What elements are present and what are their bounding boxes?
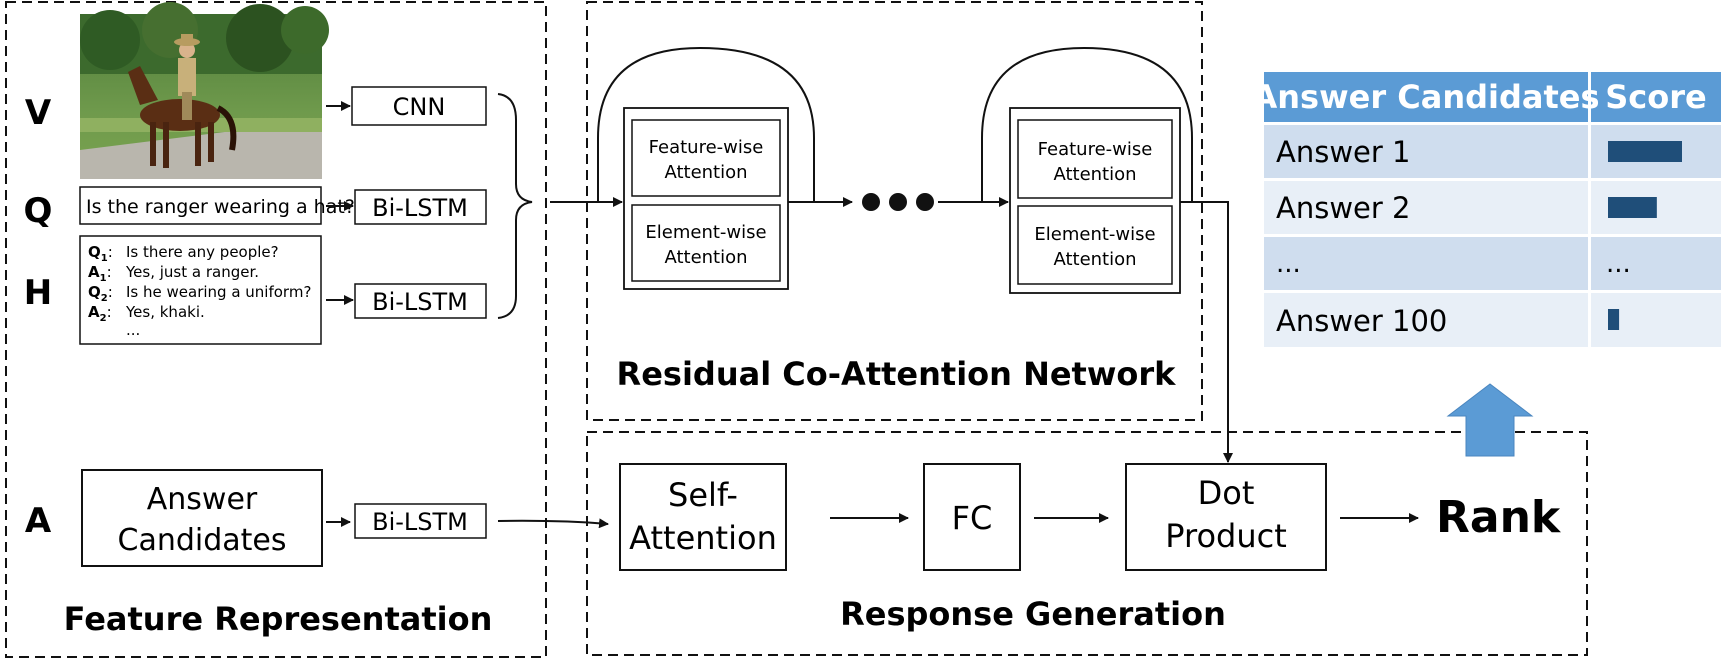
- feature-wise-label-2b: Attention: [1053, 164, 1136, 185]
- connector-to-dot-product: [1180, 201, 1233, 463]
- feature-wise-label-1b: Attention: [664, 162, 747, 183]
- response-generation-frame: [586, 431, 1588, 656]
- table-cell-answer: ...: [1276, 249, 1301, 279]
- dot-product-label: Dot: [1198, 474, 1255, 512]
- history-item: A2:Yes, khaki.: [88, 303, 205, 324]
- feature-wise-label-2: Feature-wise: [1038, 139, 1153, 160]
- table-cell-answer: Answer 100: [1276, 304, 1447, 338]
- table-header-bg: [1264, 72, 1588, 122]
- element-wise-label-1b: Attention: [664, 247, 747, 268]
- up-arrow: [1446, 383, 1534, 457]
- history-item: Q2:Is he wearing a uniform?: [88, 283, 311, 304]
- question-box: [79, 186, 322, 225]
- table-header-answer: Answer Candidates: [1252, 78, 1599, 116]
- row-label-h: H: [24, 273, 52, 313]
- element-wise-label-1: Element-wise: [645, 222, 766, 243]
- self-attention-box: [619, 463, 787, 571]
- score-bars: [1608, 141, 1682, 330]
- cnn-box: [351, 86, 487, 126]
- self-attention-label: Self-: [668, 476, 738, 514]
- section-title-residual: Residual Co-Attention Network: [617, 355, 1177, 393]
- element-wise-label-2b: Attention: [1053, 249, 1136, 270]
- feature-representation-frame: [5, 1, 547, 658]
- feature-wise-attention-1: [631, 119, 781, 197]
- rank-label: Rank: [1436, 492, 1562, 543]
- table-header-bg-score: [1591, 72, 1721, 122]
- table-header-score: Score: [1605, 78, 1706, 116]
- table-row: [1264, 293, 1588, 347]
- question-text: Is the ranger wearing a hat?: [86, 196, 355, 218]
- answer-candidates-label-2: Candidates: [118, 523, 287, 558]
- answer-score-table: Answer Candidates Score Answer 1 Answer …: [1252, 72, 1721, 347]
- bilstm-question-label: Bi-LSTM: [372, 194, 468, 222]
- table-row-score-cell: [1591, 237, 1721, 290]
- self-attention-label-2: Attention: [629, 519, 777, 557]
- table-cell-answer: Answer 1: [1276, 135, 1410, 169]
- table-row: [1264, 237, 1588, 290]
- element-wise-attention-1: [631, 204, 781, 282]
- score-bar: [1608, 141, 1682, 162]
- element-wise-attention-2: [1017, 205, 1173, 285]
- bilstm-answer-label: Bi-LSTM: [372, 508, 468, 536]
- dot-product-box: [1125, 463, 1327, 571]
- history-ellipsis: ...: [126, 321, 140, 339]
- history-item: Q1:Is there any people?: [88, 243, 279, 264]
- table-row: [1264, 181, 1588, 234]
- feature-wise-attention-2: [1017, 119, 1173, 199]
- answer-candidates-box: [81, 469, 323, 567]
- score-bar: [1608, 309, 1620, 330]
- answer-candidates-label: Answer: [147, 482, 258, 517]
- bilstm-history-label: Bi-LSTM: [372, 288, 468, 316]
- table-cell-answer: Answer 2: [1276, 191, 1410, 225]
- cnn-label: CNN: [393, 93, 446, 121]
- history-item: A1:Yes, just a ranger.: [88, 263, 259, 284]
- ellipsis-dot: [889, 193, 907, 211]
- fc-label: FC: [952, 499, 993, 537]
- row-label-q: Q: [24, 191, 53, 231]
- row-label-v: V: [25, 93, 52, 133]
- dot-product-label-2: Product: [1165, 517, 1287, 555]
- feature-wise-label-1: Feature-wise: [649, 137, 764, 158]
- table-cell-score-text: ...: [1606, 249, 1631, 279]
- bilstm-history-box: [354, 283, 487, 319]
- residual-arch-2: [981, 46, 1193, 202]
- ellipsis-dot: [916, 193, 934, 211]
- table-row: [1264, 125, 1588, 178]
- fc-box: [923, 463, 1021, 571]
- score-bar: [1608, 197, 1657, 218]
- ellipsis-dot: [862, 193, 880, 211]
- history-list: Q1:Is there any people? A1:Yes, just a r…: [88, 243, 311, 339]
- section-title-response: Response Generation: [840, 595, 1226, 633]
- history-box: [79, 235, 322, 345]
- row-label-a: A: [25, 501, 52, 541]
- bilstm-question-box: [354, 189, 487, 225]
- arrow: [497, 518, 609, 529]
- image-thumbnail: [80, 2, 329, 179]
- element-wise-label-2: Element-wise: [1034, 224, 1155, 245]
- section-title-feature: Feature Representation: [64, 600, 493, 638]
- merge-brace: [497, 93, 533, 319]
- residual-arch-1: [597, 46, 815, 202]
- residual-network-frame: [586, 1, 1203, 421]
- bilstm-answer-box: [354, 503, 487, 539]
